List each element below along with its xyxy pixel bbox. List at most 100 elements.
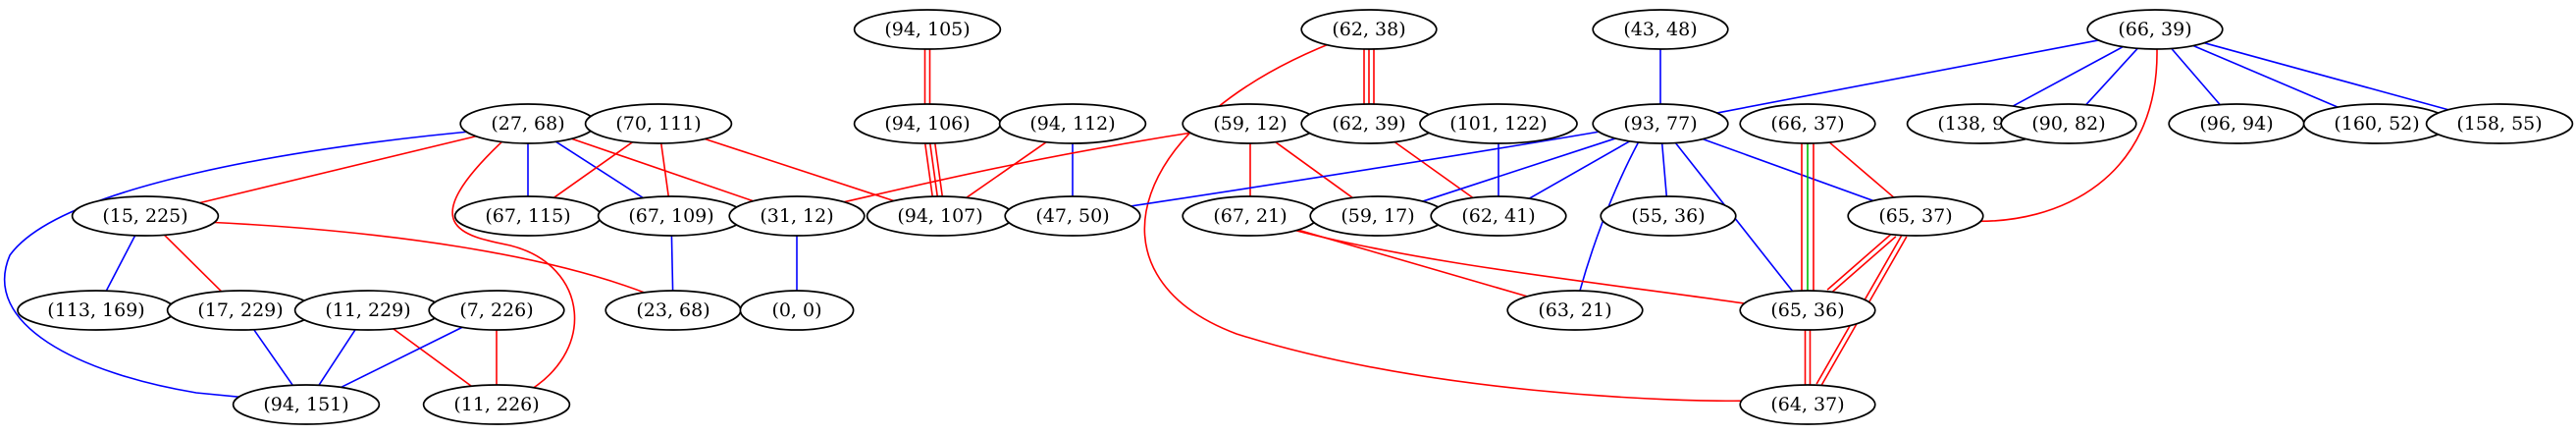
node-label: (160, 52) <box>2334 113 2419 135</box>
node-ellipse <box>1592 9 1729 50</box>
edge-n4-n21 <box>571 137 754 202</box>
graph-node: (65, 37) <box>1847 195 1984 237</box>
edge-n3-n13 <box>2012 45 2124 107</box>
node-label: (59, 12) <box>1213 113 1287 135</box>
graph-node: (160, 52) <box>2302 103 2451 144</box>
node-ellipse <box>232 384 381 425</box>
node-ellipse <box>422 384 571 425</box>
node-ellipse <box>728 195 866 237</box>
node-label: (31, 12) <box>760 205 833 227</box>
edge-n8-n25 <box>1275 140 1353 199</box>
edge-n3-n17 <box>2203 41 2449 111</box>
node-label: (55, 36) <box>1631 205 1705 227</box>
node-label: (90, 82) <box>2031 113 2105 135</box>
node-ellipse <box>1600 195 1737 237</box>
edge-n20-n33 <box>670 235 674 292</box>
node-ellipse <box>998 103 1147 144</box>
node-label: (11, 229) <box>325 299 410 321</box>
graph-node: (64, 37) <box>1739 384 1876 425</box>
graph-node: (66, 39) <box>2086 9 2224 50</box>
node-ellipse <box>1592 103 1729 144</box>
node-label: (15, 225) <box>102 205 187 227</box>
node-label: (62, 39) <box>1332 113 1405 135</box>
edge-n3-n16 <box>2192 44 2339 108</box>
graph-node: (113, 169) <box>17 290 176 331</box>
edge-n28-n36 <box>1829 236 1897 295</box>
node-ellipse <box>1419 103 1578 144</box>
graph-node: (101, 122) <box>1419 103 1578 144</box>
node-label: (94, 107) <box>897 205 982 227</box>
node-label: (94, 112) <box>1029 113 1115 135</box>
node-ellipse <box>1506 290 1644 331</box>
edge-n8-n21 <box>833 129 1212 205</box>
node-label: (64, 37) <box>1770 394 1844 415</box>
node-label: (17, 229) <box>197 299 283 321</box>
node-label: (62, 38) <box>1332 19 1405 40</box>
graph-node: (93, 77) <box>1592 103 1729 144</box>
edge-n4-n20 <box>554 140 644 199</box>
edge-n4-n18 <box>199 135 477 204</box>
graph-node: (94, 151) <box>232 384 381 425</box>
edge-n11-n27 <box>1660 142 1668 197</box>
edge-n11-n23 <box>1117 129 1612 209</box>
edges-layer <box>3 36 2449 403</box>
graph-node: (90, 82) <box>2000 103 2137 144</box>
edge-n6-n22 <box>933 142 943 196</box>
node-ellipse <box>71 195 220 237</box>
node-label: (65, 36) <box>1770 299 1844 321</box>
edge-n30-n37 <box>253 329 293 386</box>
node-ellipse <box>1300 9 1438 50</box>
node-label: (67, 109) <box>628 205 713 227</box>
graph-node: (65, 36) <box>1739 290 1876 331</box>
node-ellipse <box>584 103 733 144</box>
node-ellipse <box>1004 195 1141 237</box>
node-ellipse <box>1739 384 1876 425</box>
node-label: (43, 48) <box>1623 19 1697 40</box>
edge-n11-n35 <box>1579 140 1640 292</box>
node-label: (23, 68) <box>636 299 710 321</box>
edge-n6-n22 <box>924 143 934 197</box>
node-label: (66, 37) <box>1770 113 1844 135</box>
node-label: (94, 105) <box>884 19 970 40</box>
node-ellipse <box>2425 103 2574 144</box>
node-ellipse <box>2000 103 2137 144</box>
edge-n6-n22 <box>928 142 939 197</box>
graph-node: (7, 226) <box>428 290 565 331</box>
graph-node: (94, 106) <box>853 103 1002 144</box>
edge-n12-n28 <box>1828 141 1895 198</box>
node-label: (67, 115) <box>485 205 570 227</box>
graph-node: (62, 38) <box>1300 9 1438 50</box>
node-label: (93, 77) <box>1623 113 1697 135</box>
graph-node: (67, 115) <box>453 195 603 237</box>
node-ellipse <box>2086 9 2224 50</box>
graph-node: (66, 37) <box>1739 103 1876 144</box>
graph-node: (94, 107) <box>866 195 1015 237</box>
graph-node: (96, 94) <box>2168 103 2305 144</box>
node-label: (94, 106) <box>884 113 970 135</box>
edge-n31-n37 <box>318 329 356 386</box>
edge-n11-n26 <box>1528 140 1631 199</box>
graph-node: (31, 12) <box>728 195 866 237</box>
edge-n28-n36 <box>1826 232 1894 291</box>
node-label: (11, 226) <box>453 394 539 415</box>
graph-node: (94, 105) <box>853 9 1002 50</box>
node-label: (94, 151) <box>263 394 348 415</box>
graph-node: (67, 21) <box>1182 195 1319 237</box>
graph-node: (70, 111) <box>584 103 733 144</box>
graph-node: (11, 226) <box>422 384 571 425</box>
graph-node: (0, 0) <box>739 290 855 331</box>
edge-n18-n29 <box>105 235 136 292</box>
graph-node: (63, 21) <box>1506 290 1644 331</box>
node-ellipse <box>853 9 1002 50</box>
node-label: (63, 21) <box>1538 299 1611 321</box>
graph-node: (62, 41) <box>1430 195 1567 237</box>
edge-n3-n14 <box>2085 47 2138 106</box>
edge-n18-n33 <box>203 221 651 296</box>
node-label: (59, 17) <box>1341 205 1414 227</box>
node-label: (66, 39) <box>2118 19 2191 40</box>
graph-node: (11, 229) <box>293 290 443 331</box>
edge-n3-n28 <box>1966 48 2158 223</box>
edge-n4-n37 <box>3 129 492 400</box>
node-ellipse <box>428 290 565 331</box>
graph-node: (17, 229) <box>166 290 315 331</box>
